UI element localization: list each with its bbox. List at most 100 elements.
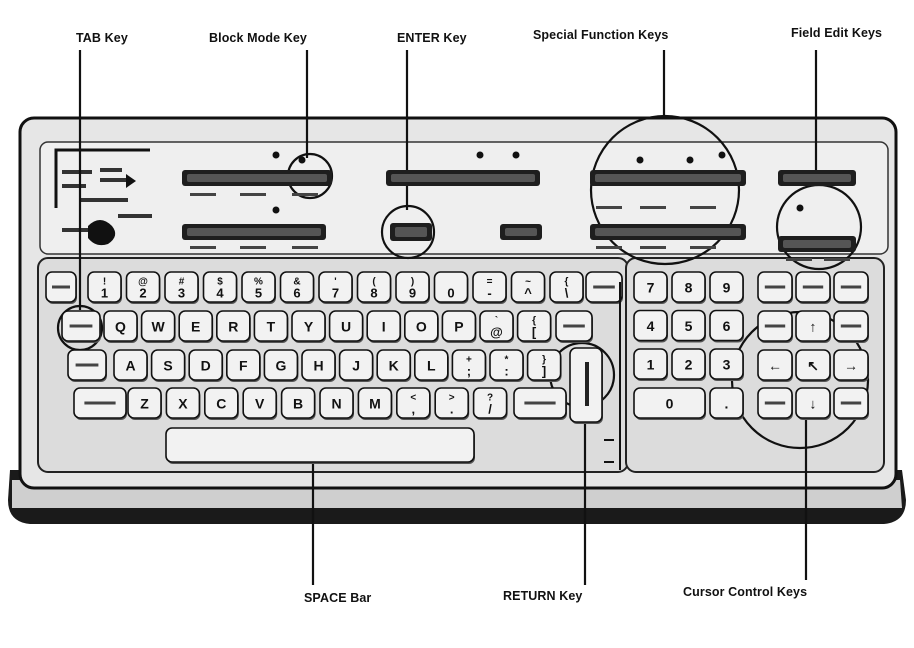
key-top-row: Y [291,310,326,343]
svg-text:,: , [411,402,415,417]
callout-block-mode-key: Block Mode Key [209,31,307,45]
function-key-block-row2 [182,224,326,240]
status-bracket [54,148,150,208]
key-home-row: A [113,349,148,382]
svg-text:7: 7 [647,279,655,295]
svg-text:%: % [254,277,263,288]
svg-text:6: 6 [293,286,300,301]
prev-page-key [833,387,869,420]
key-bottom-row: >. [434,387,470,420]
svg-text:$: $ [217,277,223,288]
svg-text:\: \ [565,286,569,301]
key-number-row: '7 [318,271,353,304]
svg-text::: : [504,364,508,379]
key-number-row: )9 [395,271,430,304]
key-legend [640,206,666,209]
callout-enter-key: ENTER Key [397,31,467,45]
cursor-down-key: ↓ [795,387,831,420]
status-indicator [126,174,136,188]
cursor-home-key: ↖ [795,349,831,382]
key-legend [690,206,716,209]
svg-text:S: S [163,357,172,373]
svg-text:(: ( [372,277,376,288]
callout-field-edit-keys: Field Edit Keys [791,26,883,40]
svg-text:?: ? [487,393,493,404]
svg-text:^: ^ [524,286,532,301]
svg-text:): ) [411,277,414,288]
svg-text:P: P [454,318,463,334]
svg-text:H: H [313,357,323,373]
svg-text:7: 7 [332,286,339,301]
return-key [569,347,603,424]
svg-text:↖: ↖ [807,357,819,373]
svg-text:1: 1 [101,286,108,301]
indicator-light [512,151,520,159]
svg-text:I: I [382,318,386,334]
svg-text:': ' [334,277,336,288]
indicator-light [272,151,280,159]
key-legend [786,258,812,261]
cursor-right-key: → [833,349,869,382]
svg-text:T: T [267,318,276,334]
key-number-row: @2 [125,271,161,304]
key-legend [824,258,850,261]
enter-key-row1 [386,170,540,186]
svg-text:3: 3 [178,286,185,301]
indicator-light [796,204,804,212]
svg-text:E: E [191,318,200,334]
key-top-row: O [403,310,439,343]
numpad-key-point: . [709,387,744,420]
key-number-row: =- [472,271,507,304]
backspace-key [585,271,623,304]
svg-text:V: V [255,395,265,411]
key-number-row: (8 [356,271,392,304]
numpad-key: 9 [709,271,744,304]
key-top-row: T [253,310,289,343]
key-number-row: ~^ [510,271,546,304]
key-top-row: Q [103,310,138,343]
key-legend [690,246,716,249]
svg-text:8: 8 [685,279,693,295]
svg-text:3: 3 [723,356,731,372]
numpad-key: 4 [633,309,668,343]
roll-down-key [757,387,793,420]
key-home-row: J [338,349,374,382]
cursor-left-key: ← [757,349,793,382]
svg-text:#: # [179,277,185,288]
key-bottom-row: Z [127,387,162,420]
svg-text:0: 0 [666,395,674,411]
key-top-row: U [328,310,364,343]
key-top-row: P [441,310,477,343]
indicator-light [718,151,726,159]
key-number-row: &6 [279,271,315,304]
key-top-row: E [178,310,214,343]
tab-key [61,310,101,343]
svg-text:!: ! [103,277,106,288]
key-legend [596,246,622,249]
key-number-row: #3 [164,271,199,304]
numpad-key-zero: 0 [633,387,706,420]
indicator-light [636,156,644,164]
key-legend [292,246,318,249]
special-function-keys-row1 [590,170,746,186]
svg-text:=: = [487,277,493,288]
erase-key [833,271,869,304]
svg-text:←: ← [768,357,782,373]
field-edit-keys-row2 [778,236,856,252]
key-number-row: %5 [241,271,276,304]
svg-text:Z: Z [140,395,149,411]
svg-text:>: > [449,393,455,404]
svg-text:4: 4 [647,318,655,334]
key-number-row: $4 [202,271,238,304]
indicator-light [686,156,694,164]
clear-tab-key [757,271,793,304]
key-top-row: {[ [516,310,552,343]
svg-text:O: O [416,318,427,334]
key-legend [292,193,318,196]
svg-text:6: 6 [723,318,731,334]
key-home-row: *: [489,349,524,382]
shift-key-left [73,387,127,420]
key-home-row: K [376,349,412,382]
svg-text:→: → [844,357,858,373]
key-bottom-row: X [165,387,201,420]
